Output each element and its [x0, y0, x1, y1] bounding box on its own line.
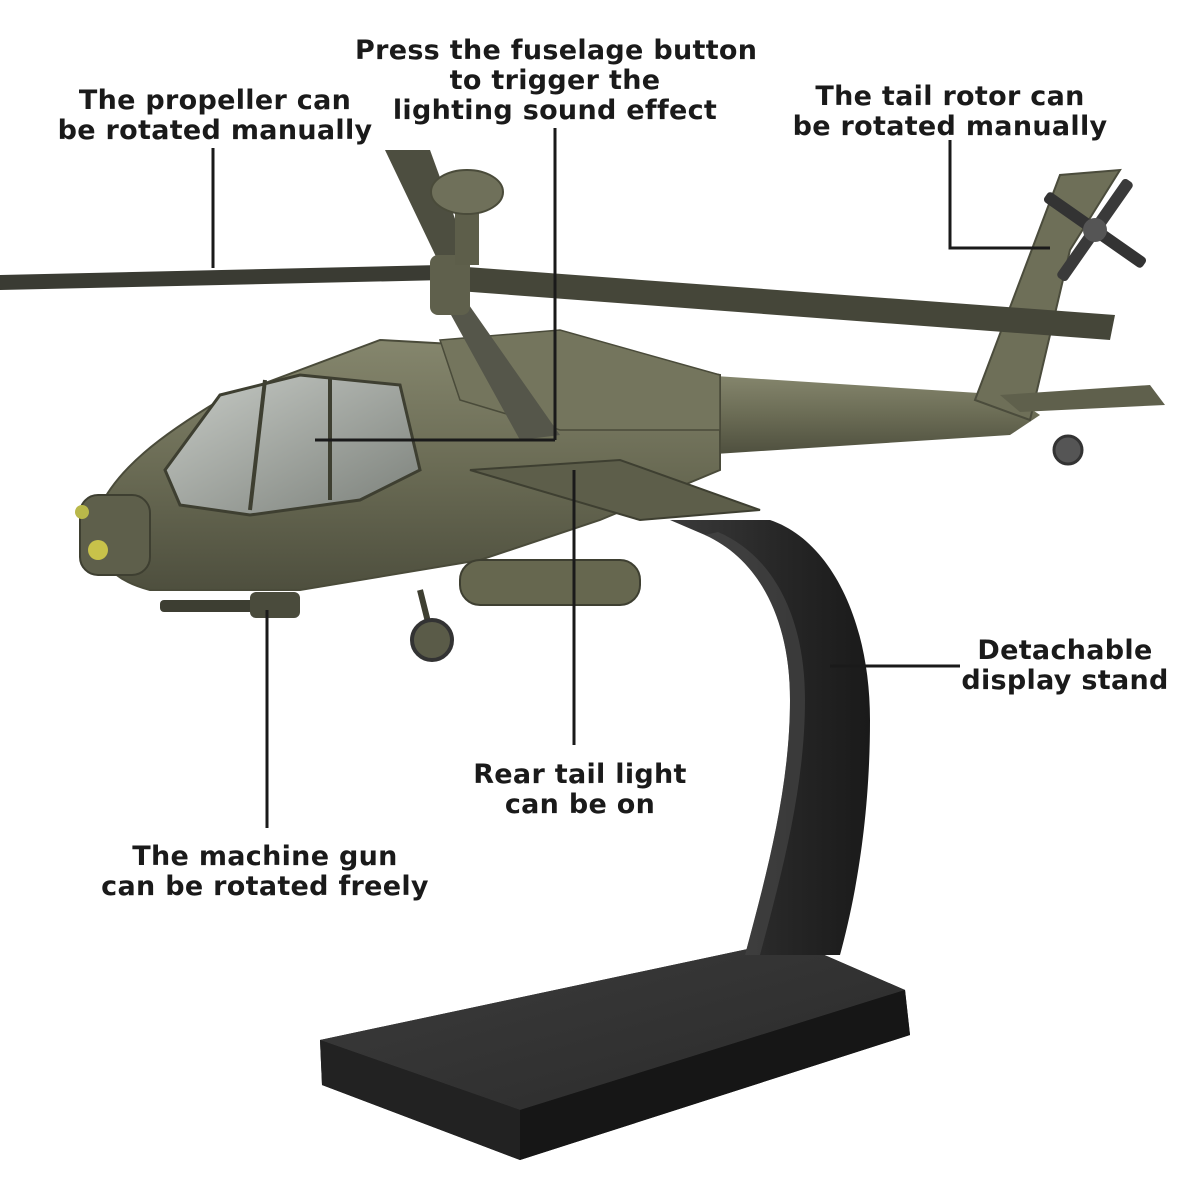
annotation-line: be rotated manually [792, 111, 1108, 142]
tail-wheel [1052, 434, 1084, 466]
annotation-line: display stand [961, 665, 1169, 696]
annotation-line: be rotated manually [57, 115, 373, 146]
tail-rotor-annotation: The tail rotor can be rotated manually [780, 82, 1120, 142]
display-stand [320, 520, 910, 1160]
stand-arm [670, 520, 870, 955]
annotation-line: Detachable [977, 635, 1153, 666]
annotation-line: can be on [504, 789, 656, 820]
annotation-line: The propeller can [78, 85, 352, 116]
helicopter-model [0, 150, 1165, 662]
tail-rotor [1043, 178, 1147, 282]
annotation-line: Press the fuselage button [355, 35, 758, 66]
propeller-annotation: The propeller can be rotated manually [40, 86, 390, 146]
rocket-pod [459, 559, 641, 606]
fuselage-button-annotation: Press the fuselage button to trigger the… [355, 35, 758, 126]
annotation-line: lighting sound effect [392, 95, 718, 126]
landing-wheel [410, 618, 454, 662]
annotation-line: can be rotated freely [101, 871, 429, 902]
main-rotor [0, 150, 1115, 440]
canopy [163, 373, 422, 517]
annotation-line: Rear tail light [473, 759, 687, 790]
leader-tail-rotor [948, 140, 1050, 250]
nose-sensor [75, 494, 151, 576]
machine-gun-annotation: The machine gun can be rotated freely [95, 842, 435, 902]
horizontal-stabilizer [1000, 385, 1165, 412]
display-stand-annotation: Detachable display stand [955, 636, 1175, 696]
annotation-line: The tail rotor can [815, 81, 1085, 112]
annotation-line: The machine gun [132, 841, 398, 872]
tail-boom [700, 375, 1040, 455]
tail-fin [973, 168, 1122, 422]
stub-wing [469, 458, 761, 522]
tail-light-annotation: Rear tail light can be on [455, 760, 705, 820]
annotation-line: to trigger the [449, 65, 661, 96]
leader-lines [211, 128, 1050, 828]
mast-radar [430, 169, 504, 265]
machine-gun [160, 592, 300, 618]
